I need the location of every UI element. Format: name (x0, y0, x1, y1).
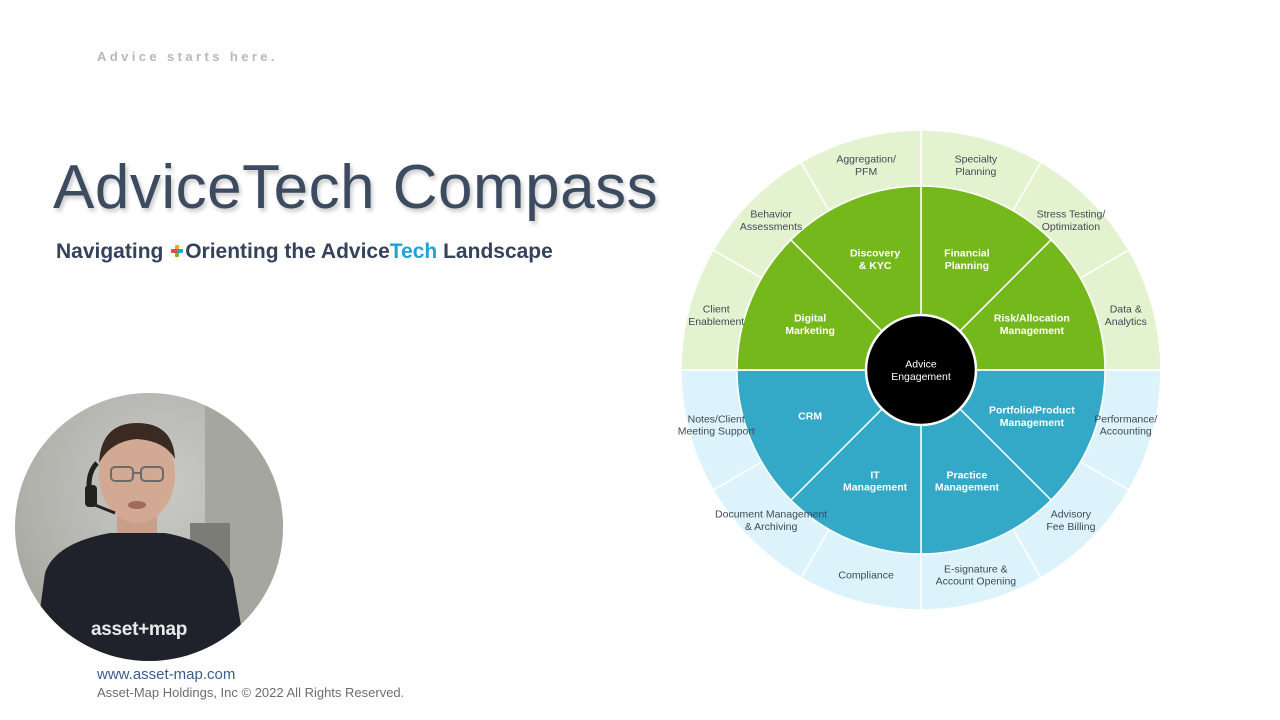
outer-segment-label-line: Behavior (750, 209, 792, 221)
tagline: Advice starts here. (97, 49, 278, 64)
outer-segment-label-line: Stress Testing/ (1037, 209, 1106, 221)
outer-segment-label-line: Planning (955, 166, 996, 178)
subtitle-orienting: Orienting the Advice (185, 240, 390, 263)
outer-segment-label: Stress Testing/Optimization (1037, 209, 1106, 233)
subtitle-accent: Tech (389, 240, 438, 263)
inner-segment-label-line: & KYC (859, 260, 892, 272)
outer-segment-label: Aggregation/PFM (836, 154, 896, 178)
subtitle-navigating: Navigating (56, 240, 164, 263)
outer-segment-label-line: Specialty (955, 154, 998, 166)
outer-segment-label-line: PFM (855, 166, 877, 178)
inner-segment-label-line: Portfolio/Product (989, 404, 1075, 416)
outer-segment-label-line: Assessments (740, 221, 802, 233)
inner-segment-label-line: CRM (798, 411, 822, 423)
outer-segment-label-line: Data & (1110, 304, 1142, 316)
inner-segment-label-line: Management (935, 482, 1000, 494)
copyright-text: Asset-Map Holdings, Inc © 2022 All Right… (97, 685, 405, 700)
page-subtitle: Navigating Orienting the AdviceTech Land… (56, 240, 553, 264)
inner-segment-label-line: IT (870, 469, 880, 481)
inner-segment-label-line: Practice (946, 469, 987, 481)
outer-segment-label: Document Management& Archiving (715, 508, 827, 532)
plus-icon (171, 245, 184, 257)
outer-segment-label: Data &Analytics (1105, 304, 1147, 328)
inner-segment-label-line: Planning (945, 260, 989, 272)
outer-segment-label-line: Compliance (838, 569, 894, 581)
outer-segment-label-line: Performance/ (1094, 413, 1157, 425)
center-hub (864, 313, 978, 427)
presenter-figure (33, 393, 283, 661)
outer-segment-label-line: E-signature & (944, 563, 1008, 575)
outer-segment-label-line: Optimization (1042, 221, 1101, 233)
inner-segment-label-line: Management (843, 482, 908, 494)
outer-segment-label-line: Accounting (1100, 426, 1152, 438)
inner-segment-label-line: Discovery (850, 248, 900, 260)
outer-segment-label-line: Account Opening (936, 576, 1017, 588)
outer-segment-label-line: Aggregation/ (836, 154, 896, 166)
shirt-logo: asset+map (91, 619, 188, 640)
inner-segment-label-line: Management (1000, 325, 1065, 337)
page-title: AdviceTech Compass (53, 153, 659, 222)
subtitle-landscape: Landscape (443, 240, 553, 263)
outer-segment-label: E-signature &Account Opening (936, 563, 1017, 587)
inner-segment-label-line: Management (1000, 417, 1065, 429)
inner-segment-label: Discovery& KYC (850, 248, 900, 272)
outer-segment-label-line: Notes/Client (688, 413, 745, 425)
outer-segment-label-line: Analytics (1105, 316, 1147, 328)
center-hub-label-line: Engagement (891, 371, 951, 383)
outer-segment-label-line: & Archiving (745, 521, 798, 533)
center-hub-label-line: Advice (905, 358, 937, 370)
inner-segment-label-line: Financial (944, 248, 990, 260)
outer-segment-label-line: Fee Billing (1046, 521, 1095, 533)
website-link[interactable]: www.asset-map.com (97, 666, 236, 683)
outer-segment-label-line: Meeting Support (678, 426, 755, 438)
inner-segment-label-line: Risk/Allocation (994, 313, 1070, 325)
presenter-video: asset+map (15, 393, 283, 661)
outer-segment-label-line: Client (703, 304, 730, 316)
outer-segment-label-line: Enablement (688, 316, 744, 328)
outer-segment-label-line: Document Management (715, 508, 827, 520)
outer-segment-label-line: Advisory (1051, 508, 1092, 520)
outer-segment-label: Performance/Accounting (1094, 413, 1157, 437)
inner-segment-label-line: Marketing (785, 325, 835, 337)
outer-segment-label: Compliance (838, 569, 894, 581)
inner-segment-label: CRM (798, 411, 822, 423)
inner-segment-label-line: Digital (794, 313, 826, 325)
